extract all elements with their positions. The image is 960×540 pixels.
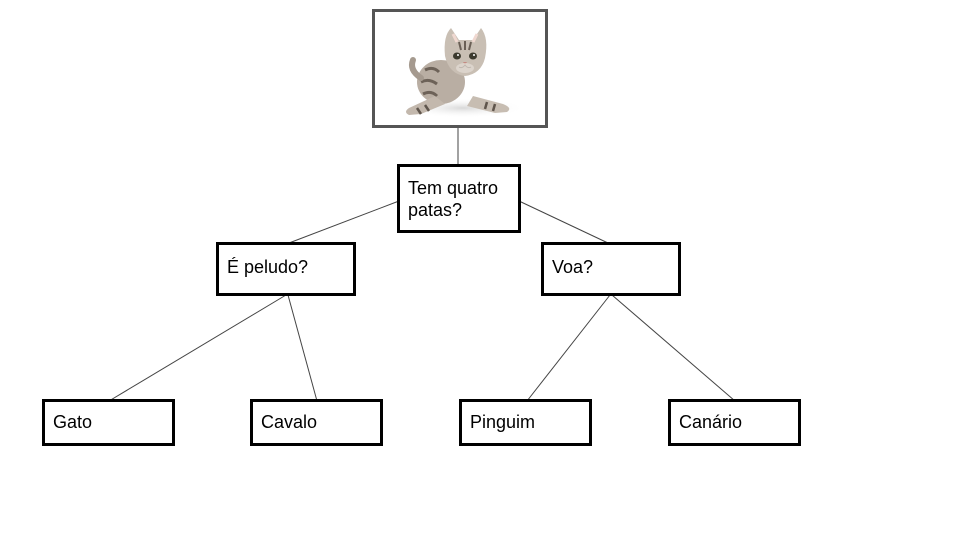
connector-peludo-gato xyxy=(108,294,287,402)
kitten-illustration xyxy=(401,28,525,118)
connector-peludo-cavalo xyxy=(287,294,318,402)
question-label-flies: Voa? xyxy=(552,257,594,277)
leaf-node-canario: Canário xyxy=(668,399,801,446)
leaf-node-gato: Gato xyxy=(42,399,175,446)
leaf-node-pinguim: Pinguim xyxy=(459,399,592,446)
leaf-label-canario: Canário xyxy=(679,412,743,432)
question-label-four-legs: Tem quatro patas? xyxy=(408,178,499,220)
connector-voa-canario xyxy=(611,294,736,402)
kitten-image xyxy=(372,9,548,128)
connector-voa-pinguim xyxy=(526,294,611,402)
connector-root-voa xyxy=(518,200,609,244)
leaf-node-cavalo: Cavalo xyxy=(250,399,383,446)
connector-root-peludo xyxy=(288,200,400,244)
question-node-four-legs: Tem quatro patas? xyxy=(397,164,521,233)
question-label-furry: É peludo? xyxy=(227,257,309,277)
leaf-label-gato: Gato xyxy=(53,412,93,432)
question-node-flies: Voa? xyxy=(541,242,681,296)
leaf-label-cavalo: Cavalo xyxy=(261,412,318,432)
question-node-furry: É peludo? xyxy=(216,242,356,296)
leaf-label-pinguim: Pinguim xyxy=(470,412,536,432)
